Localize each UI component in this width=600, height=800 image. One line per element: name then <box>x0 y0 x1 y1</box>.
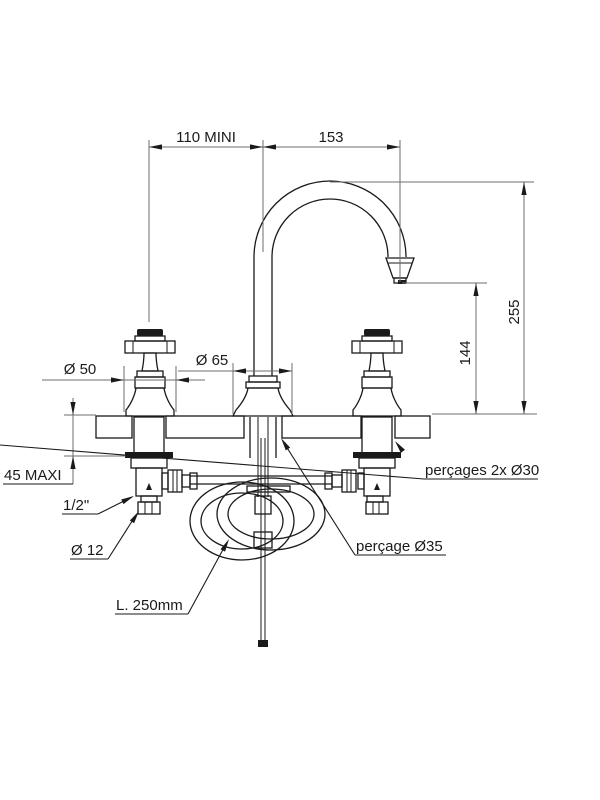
callout-hose-length: L. 250mm <box>115 539 229 615</box>
right-tail-nut <box>365 501 389 515</box>
callout-side-holes: perçages 2x Ø30 <box>0 441 539 480</box>
spout-aerator <box>385 257 415 279</box>
left-valve-assembly <box>125 416 191 515</box>
deck-segment <box>394 415 431 439</box>
label-dia-12: Ø 12 <box>71 542 104 559</box>
right-valve-assembly <box>331 416 401 515</box>
hose-loop <box>216 477 326 551</box>
dimension-144: 144 <box>402 282 487 414</box>
dim-label-255: 255 <box>506 299 523 324</box>
countertop-deck <box>95 415 431 439</box>
dimension-dia-65: Ø 65 <box>178 352 293 414</box>
deck-segment <box>95 415 133 439</box>
hose-loop <box>189 481 295 561</box>
dimension-153: 153 <box>263 129 401 282</box>
label-half-inch: 1/2" <box>63 497 89 514</box>
dim-label-110-mini: 110 MINI <box>176 129 236 146</box>
spout-base <box>231 387 295 417</box>
callout-center-hole: perçage Ø35 <box>281 438 446 556</box>
dim-label-dia-50: Ø 50 <box>64 361 97 378</box>
dimension-110-mini: 110 MINI <box>148 129 264 322</box>
gooseneck-spout <box>231 180 415 417</box>
dim-label-144: 144 <box>457 340 474 365</box>
left-tail-nut <box>137 501 161 515</box>
deck-segment <box>165 415 245 439</box>
dimension-dia-50: Ø 50 <box>42 361 205 412</box>
callout-half-inch: 1/2" <box>62 496 134 515</box>
label-hose-length: L. 250mm <box>116 597 183 614</box>
right-handle <box>351 329 403 417</box>
dim-label-dia-65: Ø 65 <box>196 352 229 369</box>
deck-segment <box>281 415 362 439</box>
dimension-255: 255 <box>330 181 537 415</box>
dim-label-45-maxi: 45 MAXI <box>4 467 62 484</box>
dim-label-153: 153 <box>318 129 343 146</box>
flexible-hoses-and-rod <box>189 417 333 647</box>
label-center-hole: perçage Ø35 <box>356 538 443 555</box>
dimension-45-maxi: 45 MAXI <box>3 398 126 485</box>
callout-dia-12: Ø 12 <box>70 511 139 560</box>
left-handle <box>124 329 176 417</box>
label-side-holes: perçages 2x Ø30 <box>425 462 539 479</box>
